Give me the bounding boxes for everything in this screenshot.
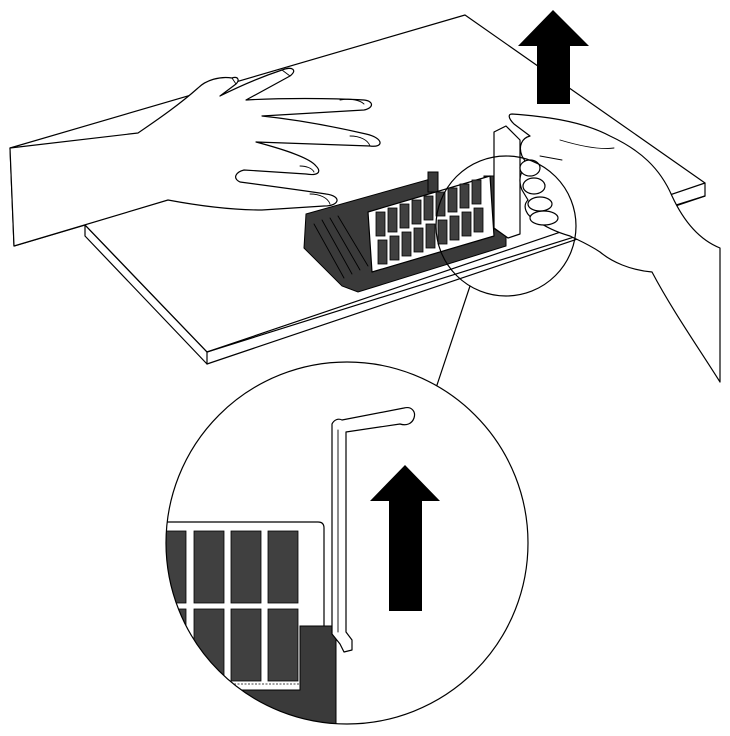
up-arrow-icon [370,465,440,611]
memory-chip [267,530,299,604]
memory-chip [230,530,262,604]
memory-chip [166,608,187,682]
ejector-latch [331,407,416,653]
detail-view [165,361,529,725]
module-chips-small [375,179,484,265]
memory-chip [230,608,262,682]
detail-callout-circle-small [435,155,577,389]
memory-chip [193,608,225,682]
up-arrow-icon [518,10,589,104]
right-hand [493,113,721,383]
memory-chip [267,608,299,682]
memory-chip [193,530,225,604]
left-hand [9,67,381,247]
memory-module [367,175,495,273]
